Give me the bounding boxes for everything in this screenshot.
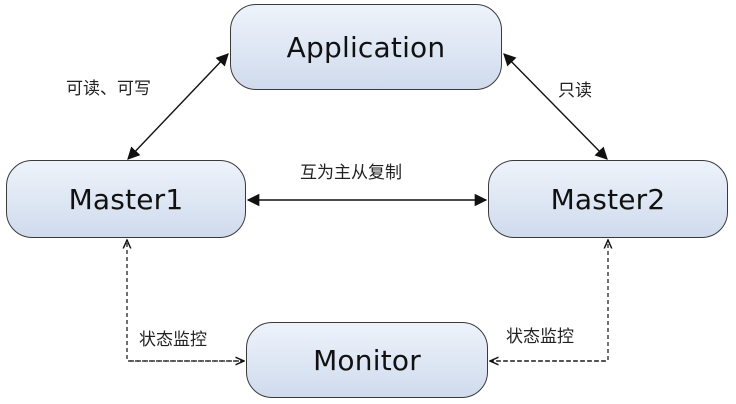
edge-label-monitor-master2: 状态监控 [506,327,574,347]
edge-monitor-master1 [127,240,244,362]
edge-label-monitor-master1: 状态监控 [139,330,207,350]
edge-monitor-master2 [490,240,608,362]
monitor-node: Monitor [246,322,488,398]
edge-app-master2 [503,53,608,160]
edge-label-read-only: 只读 [558,81,592,101]
master2-node: Master2 [488,160,728,238]
edge-app-master1 [127,53,229,160]
application-node: Application [230,4,502,90]
edge-label-read-write: 可读、可写 [66,79,151,99]
master1-node: Master1 [6,160,246,238]
edge-label-mutual-replication: 互为主从复制 [300,163,402,183]
